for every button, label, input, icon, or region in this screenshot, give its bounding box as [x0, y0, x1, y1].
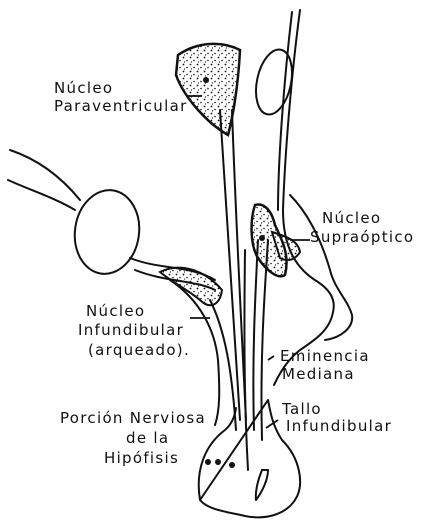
label-paraventricular-1: Núcleo: [54, 80, 113, 97]
label-porcion-1: Porción Nerviosa: [60, 410, 206, 427]
stalk-fiber: [253, 240, 258, 430]
left-nerve: [10, 150, 80, 200]
label-infundibular-3: (arqueado).: [88, 342, 190, 359]
label-porcion-2: de la: [126, 430, 169, 447]
label-eminencia-2: Mediana: [282, 366, 355, 383]
neuron-terminal: [229, 462, 235, 468]
neuron-terminal: [215, 459, 221, 465]
label-porcion-3: Hipófisis: [104, 450, 179, 467]
label-infundibular-2: Infundibular: [78, 322, 184, 339]
label-eminencia-1: Eminencia: [280, 348, 370, 365]
neuron-terminal: [205, 459, 211, 465]
neuron-soma: [259, 235, 265, 241]
leader-line: [268, 356, 274, 360]
label-supraoptico-1: Núcleo: [322, 210, 381, 227]
label-paraventricular-2: Paraventricular: [54, 98, 188, 115]
label-supraoptico-2: Supraóptico: [310, 229, 414, 246]
label-tallo-1: Tallo: [282, 401, 322, 418]
neuron-soma: [203, 77, 209, 83]
label-tallo-2: Infundibular: [286, 418, 392, 435]
paraventricular-nucleus: [176, 44, 240, 135]
label-infundibular-1: Núcleo: [86, 303, 145, 320]
optic-chiasm-oval: [251, 46, 298, 118]
ventricle-wall: [274, 10, 334, 385]
stalk-fiber: [244, 250, 248, 470]
stalk-streak: [256, 470, 268, 500]
stalk-fiber: [210, 300, 236, 430]
